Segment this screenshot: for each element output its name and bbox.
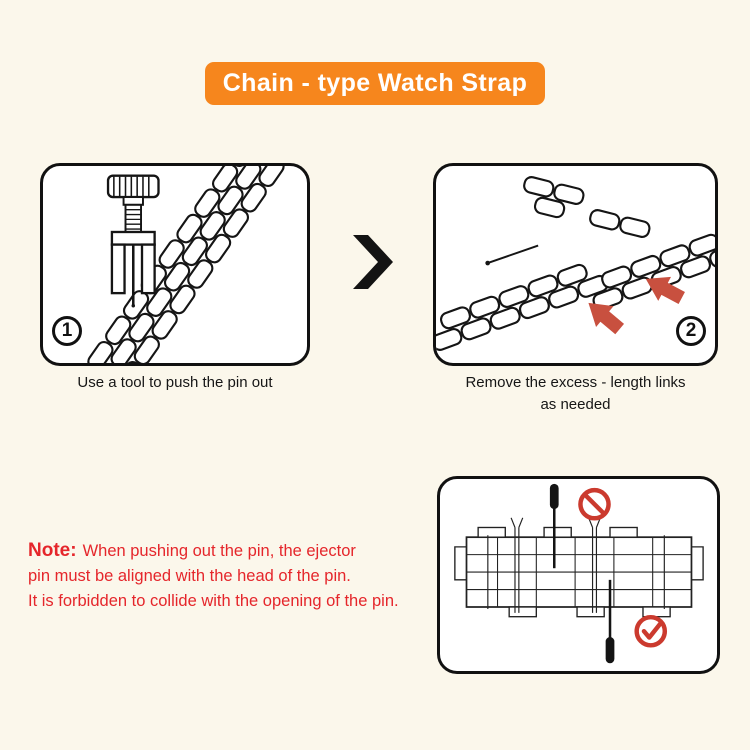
step-1-panel: 1 xyxy=(40,163,310,366)
watch-chain xyxy=(84,166,288,363)
caption-line: Use a tool to push the pin out xyxy=(77,374,273,391)
link-remover-tool xyxy=(106,174,160,308)
step-2-number: 2 xyxy=(676,316,706,346)
strap-pin xyxy=(605,579,615,664)
removed-links-pair xyxy=(587,207,652,240)
note-line-3: It is forbidden to collide with the open… xyxy=(28,592,399,610)
note: Note: When pushing out the pin, the eject… xyxy=(28,538,399,614)
pin-alignment-diagram xyxy=(454,483,704,664)
checkmark-icon xyxy=(634,614,668,648)
caption-line: as needed xyxy=(540,396,611,413)
loose-pin xyxy=(485,244,539,266)
pin-alignment-panel xyxy=(437,476,720,674)
step-2-panel: 2 xyxy=(433,163,718,366)
ejector-pin xyxy=(549,483,559,569)
prohibited-icon xyxy=(578,487,611,521)
step-1-caption: Use a tool to push the pin out xyxy=(40,372,310,394)
title-banner: Chain - type Watch Strap xyxy=(205,62,545,105)
step-1-number: 1 xyxy=(52,316,82,346)
step-2-caption: Remove the excess - length links as need… xyxy=(433,372,718,416)
red-arrow-icon xyxy=(645,276,685,304)
note-line-2: pin must be aligned with the head of the… xyxy=(28,567,351,585)
links-cross-section xyxy=(454,526,704,618)
next-step-chevron-icon xyxy=(353,235,393,289)
note-text: When pushing out the pin, the ejector xyxy=(82,542,356,560)
chain-segment-left xyxy=(436,261,611,353)
tool-push-pin-illustration xyxy=(84,166,288,363)
red-arrow-icon xyxy=(588,302,625,335)
caption-line: Remove the excess - length links xyxy=(465,374,686,391)
page-title: Chain - type Watch Strap xyxy=(222,69,528,97)
removed-links-illustration xyxy=(436,174,715,353)
removed-links-cluster xyxy=(521,174,586,220)
spring-pins xyxy=(487,517,665,613)
chain-segment-right xyxy=(590,231,715,313)
note-line-1: Note: When pushing out the pin, the eject… xyxy=(28,538,399,564)
note-label: Note: xyxy=(28,540,77,561)
